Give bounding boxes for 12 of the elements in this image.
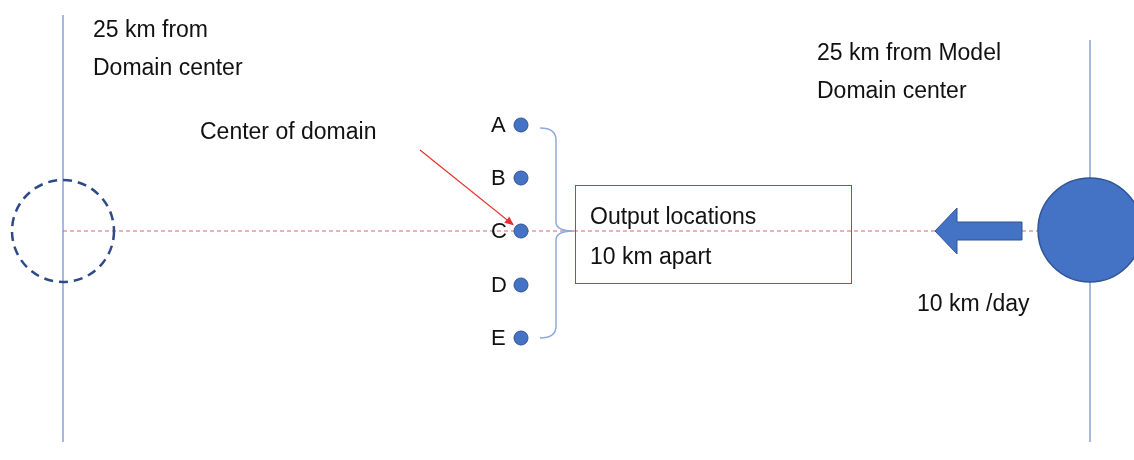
callout-text: Center of domain (200, 112, 460, 150)
speed-label: 10 km /day (917, 289, 1031, 318)
point-label: A (491, 111, 506, 139)
box-text: Output locations 10 km apart (590, 202, 758, 271)
point-label: B (491, 164, 506, 192)
point-label: D (491, 271, 507, 299)
point-label: C (491, 217, 507, 245)
leader-line (419, 149, 514, 226)
output-box (575, 185, 852, 284)
distance-note: 25 km from Model Domain center (817, 38, 1003, 105)
distance-note: 25 km from Domain center (93, 15, 244, 82)
point-label: E (491, 324, 506, 352)
